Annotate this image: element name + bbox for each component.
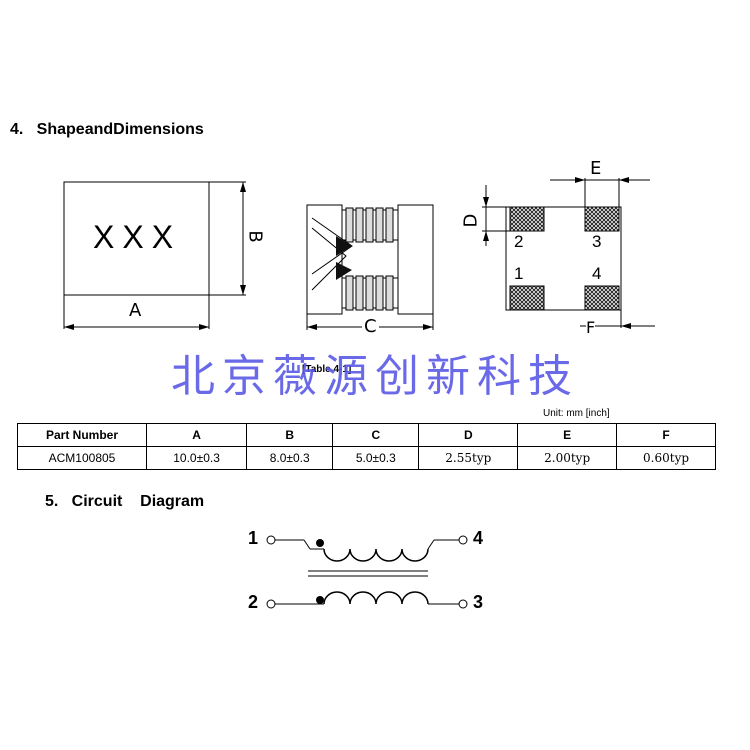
cell-c: 5.0±0.3 bbox=[332, 446, 420, 470]
circuit-pin-1: 1 bbox=[248, 528, 259, 548]
cell-d: 2.55typ bbox=[418, 446, 519, 470]
cell-b: 8.0±0.3 bbox=[246, 446, 334, 470]
bottom-pin-3: 3 bbox=[592, 232, 602, 251]
cell-a: 10.0±0.3 bbox=[145, 446, 248, 470]
part-marking: XXX bbox=[93, 219, 182, 255]
dim-label-b: B bbox=[244, 230, 266, 243]
section-4-title: 4. ShapeandDimensions bbox=[10, 121, 204, 138]
dim-label-f: F bbox=[586, 318, 596, 337]
bottom-pin-2: 2 bbox=[514, 232, 524, 251]
dim-label-e: E bbox=[590, 158, 602, 179]
side-view bbox=[306, 204, 434, 330]
dim-label-d: D bbox=[460, 213, 482, 228]
dimension-table: Part Number A B C D E F ACM100805 10.0±0… bbox=[17, 423, 716, 470]
unit-note: Unit: mm [inch] bbox=[543, 408, 610, 419]
bottom-view bbox=[482, 177, 655, 329]
top-view bbox=[63, 181, 246, 330]
col-header-part-number: Part Number bbox=[17, 423, 147, 447]
col-header-b: B bbox=[246, 423, 334, 447]
col-header-f: F bbox=[616, 423, 716, 447]
bottom-pin-4: 4 bbox=[592, 264, 602, 283]
col-header-d: D bbox=[418, 423, 519, 447]
dim-label-c: C bbox=[362, 316, 379, 337]
circuit-pin-4: 4 bbox=[473, 528, 484, 548]
circuit-pin-2: 2 bbox=[248, 592, 259, 612]
dim-label-a: A bbox=[129, 300, 142, 321]
table-header-row: Part Number A B C D E F bbox=[17, 423, 716, 447]
cell-e: 2.00typ bbox=[517, 446, 618, 470]
col-header-e: E bbox=[517, 423, 618, 447]
section-5-title: 5. Circuit Diagram bbox=[45, 493, 205, 510]
table-row: ACM100805 10.0±0.3 8.0±0.3 5.0±0.3 2.55t… bbox=[17, 446, 716, 470]
watermark-text: 北京薇源创新科技 bbox=[171, 351, 579, 402]
bottom-pin-1: 1 bbox=[514, 264, 524, 283]
table-caption: [Table 4-1] bbox=[302, 364, 352, 375]
cell-part-number: ACM100805 bbox=[17, 446, 147, 470]
col-header-c: C bbox=[332, 423, 420, 447]
circuit-diagram bbox=[266, 535, 468, 609]
cell-f: 0.60typ bbox=[616, 446, 716, 470]
col-header-a: A bbox=[145, 423, 248, 447]
circuit-pin-3: 3 bbox=[473, 592, 484, 612]
